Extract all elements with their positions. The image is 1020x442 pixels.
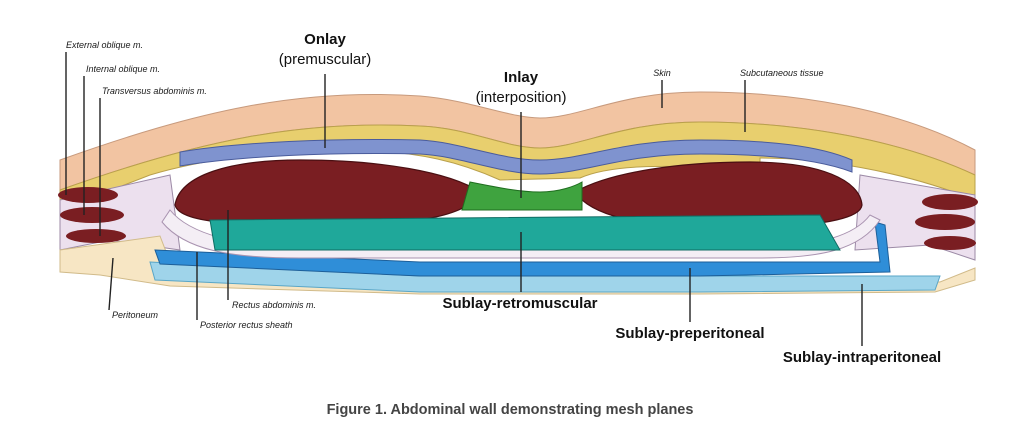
label-peritoneum: Peritoneum [112,310,159,320]
label-subcutaneous: Subcutaneous tissue [740,68,824,78]
label-onlay-sub: (premuscular) [279,51,372,68]
label-inlay-title: Inlay [504,69,539,86]
label-transversus: Transversus abdominis m. [102,86,207,96]
preperitoneal-mesh [154,221,891,277]
label-rectus: Rectus abdominis m. [232,300,316,310]
onlay-mesh [179,139,853,175]
left-external-oblique [58,187,118,203]
left-rectus-muscle [174,159,481,226]
leader-peritoneum [108,257,114,311]
right-external-oblique [922,194,978,210]
label-onlay-title: Onlay [304,31,346,48]
label-skin: Skin [653,68,671,78]
label-posterior-sheath: Posterior rectus sheath [200,320,293,330]
inlay-mesh [461,181,583,211]
label-sublay-retro: Sublay-retromuscular [442,295,597,312]
left-internal-oblique [60,207,124,223]
left-transversus [66,229,126,243]
retromuscular-mesh [209,214,841,251]
label-internal-oblique: Internal oblique m. [86,64,160,74]
figure-caption: Figure 1. Abdominal wall demonstrating m… [327,402,694,418]
right-internal-oblique [915,214,975,230]
label-sublay-pre: Sublay-preperitoneal [615,325,764,342]
label-external-oblique: External oblique m. [66,40,143,50]
right-transversus [924,236,976,250]
label-sublay-intra: Sublay-intraperitoneal [783,349,941,366]
label-inlay-sub: (interposition) [476,89,567,106]
